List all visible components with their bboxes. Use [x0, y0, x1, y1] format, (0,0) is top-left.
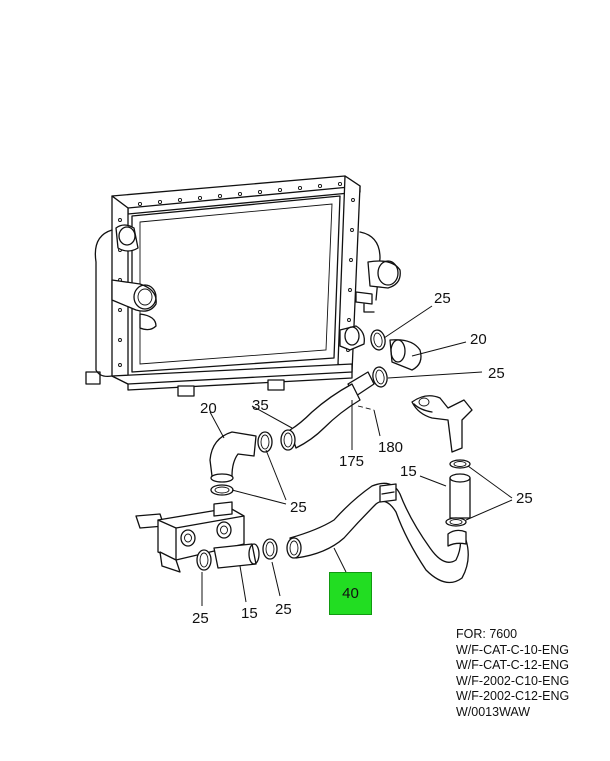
note-line: W/F-2002-C12-ENG	[456, 689, 570, 703]
note-line: W/F-2002-C10-ENG	[456, 673, 570, 688]
callout-15-bottom: 15	[241, 605, 258, 622]
leader-lines	[201, 305, 513, 606]
radiator-assembly	[85, 175, 401, 397]
highlighted-part-label: 40	[342, 585, 359, 602]
callout-20-right: 20	[470, 331, 487, 348]
callout-25-top-right: 25	[434, 290, 451, 307]
lower-left-manifold	[135, 501, 278, 573]
right-side-components	[411, 395, 473, 527]
callout-35: 35	[252, 397, 269, 414]
callout-25-right: 25	[488, 365, 505, 382]
note-line: W/0013WAW	[456, 704, 531, 719]
main-hose-40	[286, 482, 469, 584]
callout-25-bottom: 25	[275, 601, 292, 618]
note-line: FOR: 7600	[456, 627, 518, 641]
left-elbow-20	[209, 431, 273, 496]
highlighted-part-40[interactable]: 40	[329, 572, 372, 615]
callout-175: 175	[339, 453, 365, 470]
callout-25-far-right: 25	[516, 490, 533, 507]
callout-180: 180	[378, 439, 404, 456]
callout-15-right: 15	[400, 463, 417, 480]
callout-25-bottom-left: 25	[192, 610, 209, 627]
callout-20-left: 20	[200, 400, 217, 417]
note-line: W/F-CAT-C-12-ENG	[456, 658, 569, 672]
note-line: W/F-CAT-C-10-ENG	[456, 642, 569, 657]
hose-35	[280, 383, 361, 451]
callout-25-mid: 25	[290, 499, 307, 516]
applicability-notes: FOR: 7600 W/F-CAT-C-10-ENG W/F-CAT-C-12-…	[456, 627, 569, 720]
